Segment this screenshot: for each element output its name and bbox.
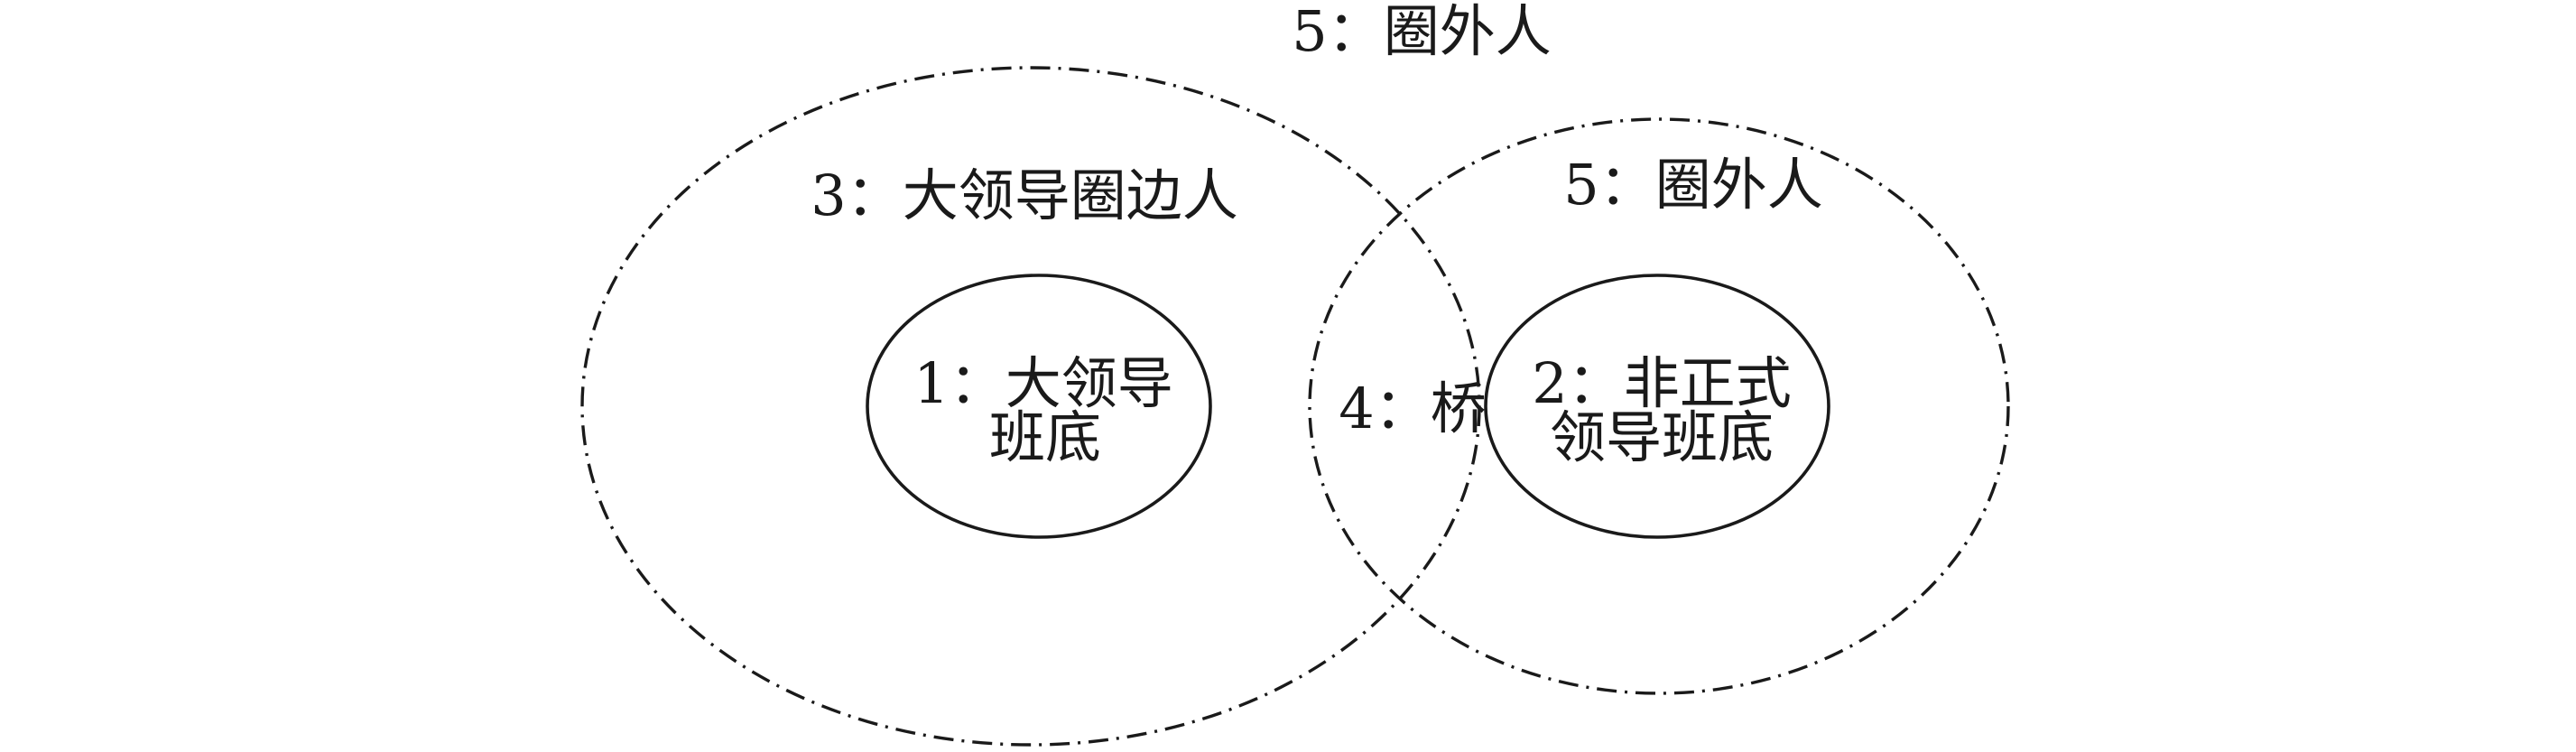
outside-label: 5：圈外人 [1292, 0, 1551, 64]
leader-core-ellipse [866, 274, 1212, 539]
leader-periphery-label: 3：大领导圈边人 [811, 162, 1237, 228]
leader-outer-ellipse [580, 66, 1481, 747]
leader-core-label-line2: 班底 [989, 404, 1101, 470]
informal-core-label-line2: 领导班底 [1550, 404, 1774, 470]
bridge-label: 4：桥 [1339, 376, 1486, 441]
informal-core-label-line1: 2：非正式 [1532, 350, 1791, 416]
leader-core-label-line1: 1：大领导 [913, 350, 1172, 416]
informal-outer-label: 5：圈外人 [1563, 152, 1822, 218]
informal-outer-ellipse [1308, 117, 2010, 695]
informal-core-ellipse [1484, 274, 1830, 539]
